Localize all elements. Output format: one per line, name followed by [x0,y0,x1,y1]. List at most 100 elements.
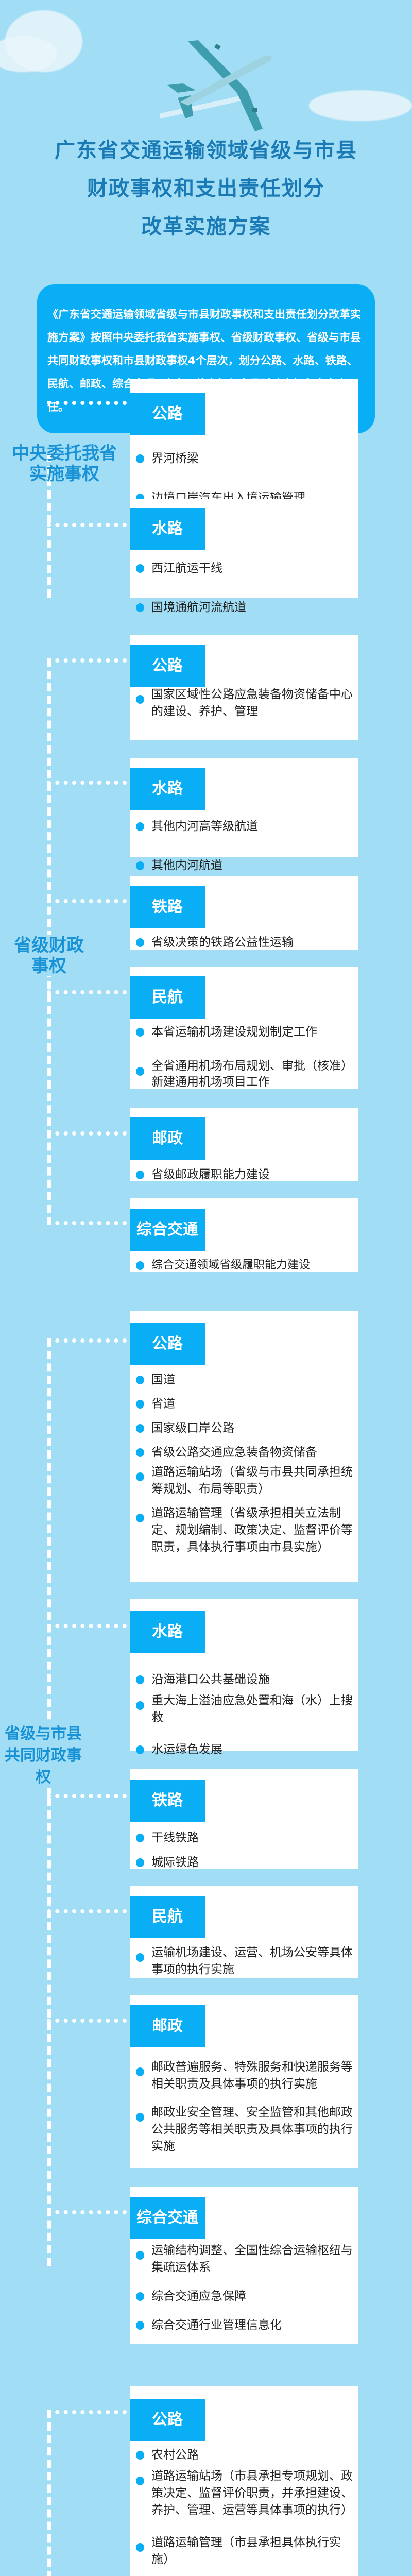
cloud-decoration [0,36,57,72]
card-tag: 公路 [130,1323,205,1365]
list-item: 水运绿色发展 [130,1737,358,1762]
list-item: 本省运输机场建设规划制定工作 [130,1019,358,1045]
card-waterway: 水路 其他内河高等级航道 其他内河航道 [130,758,358,872]
card-tag: 民航 [130,976,205,1019]
card-tag: 铁路 [130,886,205,928]
section-label-shared: 省级与市县 共同财政事权 [0,1723,87,1788]
section-label-central-delegated: 中央委托我省 实施事权 [12,443,117,484]
card-integrated-transport: 综合交通 综合交通领域省级履职能力建设 [130,1198,358,1272]
list-item: 国家区域性公路应急装备物资储备中心的建设、养护、管理 [130,686,358,720]
card-waterway: 水路 西江航运干线 国境通航河流航道 [130,499,358,614]
list-item: 省道 [130,1391,358,1417]
card-items: 农村公路 道路运输站场（市县承担专项规划、政策决定、监督评价职责，并承担建设、养… [130,2442,358,2576]
list-item: 综合交通应急保障 [130,2283,358,2309]
airplane-icon [160,40,272,131]
list-item: 邮政业安全管理、安全监管和其他邮政公共服务等相关职责及具体事项的执行实施 [130,2104,358,2155]
connector-branch [47,2210,127,2214]
list-item: 道路运输管理（市县承担具体执行实施） [130,2534,358,2568]
list-item: 农村公路 [130,2442,358,2468]
card-tag: 公路 [130,393,205,435]
title-line-2: 财政事权和支出责任划分 [87,177,325,200]
connector-branch [47,1338,127,1343]
card-integrated-transport: 综合交通 运输结构调整、全国性综合运输枢纽与集疏运体系 综合交通应急保障 综合交… [130,2187,358,2344]
card-tag: 水路 [130,1611,205,1653]
list-item: 城际铁路 [130,1850,358,1875]
connector-line [47,2410,51,2576]
connector-branch [47,2019,127,2023]
hero-header: 广东省交通运输领域省级与市县 财政事权和支出责任划分 改革实施方案 [0,0,412,242]
connector-branch [47,781,127,785]
card-tag: 综合交通 [130,1209,205,1251]
list-item: 综合交通领域省级履职能力建设 [130,1252,358,1278]
connector-branch [47,990,127,994]
card-tag: 公路 [130,645,205,687]
connector-branch [47,1624,127,1628]
list-item: 道路运输管理（省级承担相关立法制定、规划编制、政策决定、监督评价等职责，具体执行… [130,1505,358,1556]
section-label-provincial: 省级财政 事权 [0,935,98,976]
card-items: 综合交通领域省级履职能力建设 [130,1252,358,1292]
card-tag: 水路 [130,768,205,810]
cloud-decoration [309,90,412,121]
list-item: 国家级口岸公路 [130,1415,358,1441]
card-highway: 公路 农村公路 道路运输站场（市县承担专项规划、政策决定、监督评价职责，并承担建… [130,2386,358,2576]
list-item: 省级决策的铁路公益性运输 [130,929,358,955]
connector-branch [47,1221,127,1225]
connector-line [47,1338,51,2266]
card-tag: 邮政 [130,2005,205,2047]
card-waterway: 水路 沿海港口公共基础设施 重大海上溢油应急处置和海（水）上搜救 水运绿色发展 [130,1599,358,1756]
page-title: 广东省交通运输领域省级与市县 财政事权和支出责任划分 改革实施方案 [0,131,412,246]
list-item: 干线铁路 [130,1825,358,1851]
card-highway: 公路 国家区域性公路应急装备物资储备中心的建设、养护、管理 [130,635,358,740]
card-items: 干线铁路 城际铁路 [130,1825,358,1889]
card-tag: 公路 [130,2399,205,2441]
list-item: 省级邮政履职能力建设 [130,1162,358,1188]
list-item: 邮政普遍服务、特殊服务和快递服务等相关职责及具体事项的执行实施 [130,2059,358,2093]
card-railway: 铁路 省级决策的铁路公益性运输 [130,876,358,950]
list-item: 其他内河高等级航道 [130,814,358,839]
card-items: 运输机场建设、运营、机场公安等具体事项的执行实施 [130,1944,358,1992]
list-item: 其他内河航道 [130,853,358,878]
list-item: 国境通航河流航道 [130,595,358,620]
card-tag: 邮政 [130,1117,205,1160]
list-item: 界河桥梁 [130,446,358,471]
card-items: 邮政普遍服务、特殊服务和快递服务等相关职责及具体事项的执行实施 邮政业安全管理、… [130,2059,358,2168]
connector-branch [47,2410,127,2414]
card-tag: 综合交通 [130,2197,205,2239]
list-item: 道路运输站场（市县承担专项规划、政策决定、监督评价职责，并承担建设、养护、管理、… [130,2468,358,2519]
list-item: 全省通用机场布局规划、审批（核准）新建通用机场项目工作 [130,1058,358,1090]
card-postal: 邮政 邮政普遍服务、特殊服务和快递服务等相关职责及具体事项的执行实施 邮政业安全… [130,1995,358,2168]
connector-branch [47,523,127,527]
card-railway: 铁路 干线铁路 城际铁路 [130,1769,358,1869]
card-items: 沿海港口公共基础设施 重大海上溢油应急处置和海（水）上搜救 水运绿色发展 [130,1667,358,1776]
card-items: 省级决策的铁路公益性运输 [130,929,358,969]
list-item: 国道 [130,1367,358,1393]
list-item: 运输结构调整、全国性综合运输枢纽与集疏运体系 [130,2242,358,2276]
card-tag: 水路 [130,508,205,550]
card-tag: 铁路 [130,1780,205,1822]
card-items: 国道 省道 国家级口岸公路 省级公路交通应急装备物资储备 道路运输站场（省级与市… [130,1367,358,1569]
card-items: 西江航运干线 国境通航河流航道 [130,555,358,634]
connector-branch [47,401,127,405]
card-items: 省级邮政履职能力建设 [130,1162,358,1201]
card-civil-aviation: 民航 运输机场建设、运营、机场公安等具体事项的执行实施 [130,1886,358,1978]
list-item: 省级公路交通应急装备物资储备 [130,1439,358,1465]
title-line-3: 改革实施方案 [141,215,271,239]
list-item: 综合交通行业管理信息化 [130,2312,358,2338]
list-item: 运输机场建设、运营、机场公安等具体事项的执行实施 [130,1944,358,1978]
card-civil-aviation: 民航 本省运输机场建设规划制定工作 全省通用机场布局规划、审批（核准）新建通用机… [130,967,358,1089]
connector-branch [47,1909,127,1913]
card-items: 其他内河高等级航道 其他内河航道 [130,814,358,892]
list-item: 西江航运干线 [130,555,358,581]
connector-branch [47,1794,127,1798]
card-postal: 邮政 省级邮政履职能力建设 [130,1108,358,1181]
connector-branch [47,899,127,903]
connector-branch [47,1131,127,1136]
card-highway: 公路 国道 省道 国家级口岸公路 省级公路交通应急装备物资储备 道路运输站场（省… [130,1311,358,1582]
card-items: 运输结构调整、全国性综合运输枢纽与集疏运体系 综合交通应急保障 综合交通行业管理… [130,2242,358,2351]
list-item: 道路运输站场（省级与市县共同承担统筹规划、布局等职责） [130,1464,358,1498]
list-item: 沿海港口公共基础设施 [130,1667,358,1692]
connector-branch [47,658,127,663]
card-items: 国家区域性公路应急装备物资储备中心的建设、养护、管理 [130,686,358,734]
title-line-1: 广东省交通运输领域省级与市县 [55,139,357,162]
